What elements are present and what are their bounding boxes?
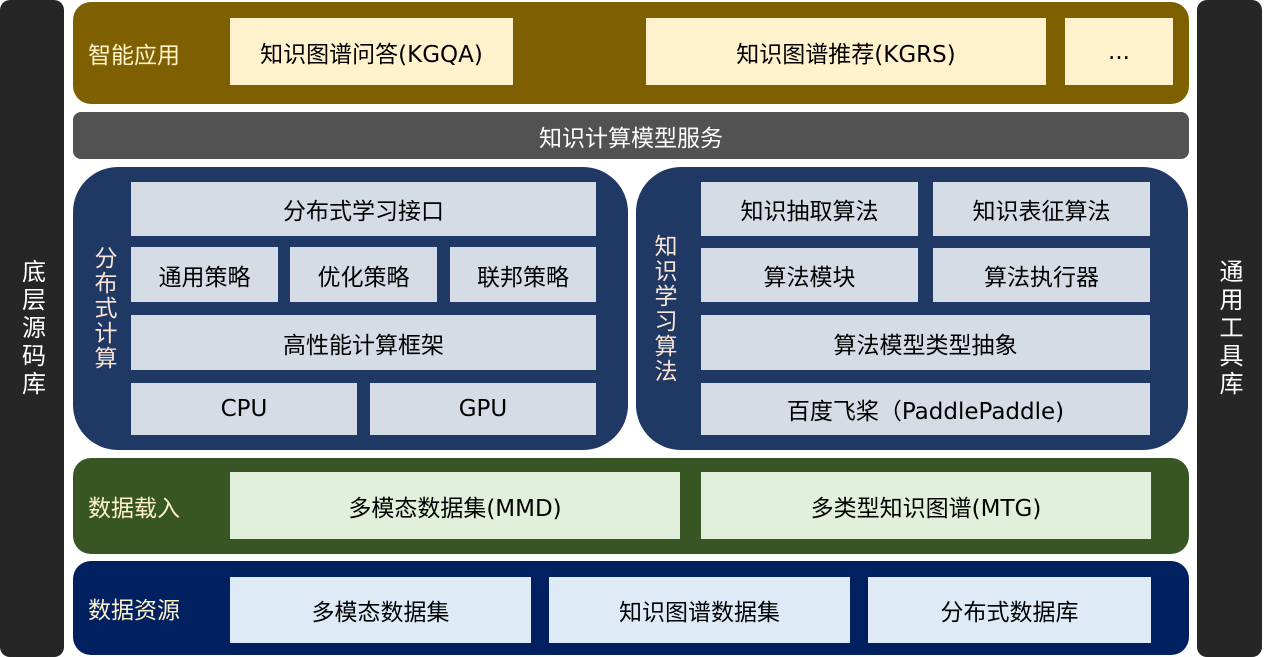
service-layer: 知识计算模型服务 [73, 112, 1189, 159]
bottom-source-library: 底层源码库 [0, 0, 64, 657]
algo-executor: 算法执行器 [933, 248, 1150, 302]
app-kgqa: 知识图谱问答(KGQA) [230, 18, 513, 85]
hardware-cpu: CPU [131, 383, 357, 435]
strategy-federated: 联邦策略 [450, 247, 596, 302]
distributed-label: 分布式计算 [90, 246, 116, 371]
hpc-framework: 高性能计算框架 [131, 315, 596, 370]
apps-label: 智能应用 [88, 43, 180, 69]
resources-label: 数据资源 [88, 598, 180, 624]
algo-extraction: 知识抽取算法 [701, 182, 918, 236]
hardware-gpu: GPU [370, 383, 596, 435]
algo-abstraction: 算法模型类型抽象 [701, 315, 1150, 370]
loading-mtg: 多类型知识图谱(MTG) [701, 472, 1151, 539]
common-tools-library: 通用工具库 [1197, 0, 1262, 657]
app-more: ... [1065, 18, 1173, 85]
algo-module: 算法模块 [701, 248, 918, 302]
loading-mmd: 多模态数据集(MMD) [230, 472, 680, 539]
resource-multimodal: 多模态数据集 [230, 577, 531, 643]
loading-label: 数据载入 [88, 496, 180, 522]
resource-distributed-db: 分布式数据库 [868, 577, 1151, 643]
algorithms-label: 知识学习算法 [650, 233, 676, 384]
strategy-optimized: 优化策略 [290, 247, 437, 302]
strategy-general: 通用策略 [131, 247, 278, 302]
algo-representation: 知识表征算法 [933, 182, 1150, 236]
resource-kg: 知识图谱数据集 [549, 577, 850, 643]
app-kgrs: 知识图谱推荐(KGRS) [646, 18, 1046, 85]
algo-paddlepaddle: 百度飞桨（PaddlePaddle) [701, 383, 1150, 435]
distributed-interface: 分布式学习接口 [131, 182, 596, 236]
